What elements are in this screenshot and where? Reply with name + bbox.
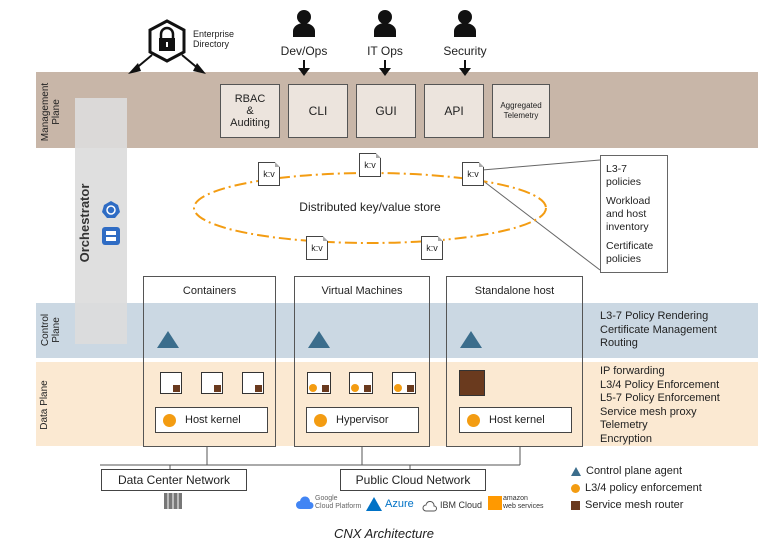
control-plane-band: [36, 303, 758, 358]
kv-node: k:v: [258, 162, 280, 186]
rbac-auditing-box: RBAC & Auditing: [220, 84, 280, 138]
control-plane-feature: L3-7 Policy Rendering: [600, 310, 709, 322]
public-cloud-network-label: Public Cloud Network: [355, 473, 471, 487]
rbac-auditing-label: RBAC & Auditing: [230, 93, 270, 129]
vm-workload: [307, 372, 331, 394]
kubernetes-icon: [101, 200, 121, 220]
kv-node-label: k:v: [426, 243, 438, 253]
standalone-host-kernel: Host kernel: [459, 407, 572, 433]
aws-icon: [488, 496, 502, 510]
itops-user-icon: [373, 9, 397, 37]
control-plane-agent-icon: [157, 331, 179, 348]
data-plane-feature: IP forwarding: [600, 365, 665, 377]
kv-node: k:v: [306, 236, 328, 260]
api-box: API: [424, 84, 484, 138]
enforcement-dot-icon: [314, 413, 327, 427]
lock-icon: [147, 19, 187, 63]
control-plane-agent-icon: [308, 331, 330, 348]
standalone-host-title: Standalone host: [474, 285, 555, 297]
kv-callout-box: [600, 155, 668, 273]
control-plane-feature: Routing: [600, 337, 638, 349]
api-label: API: [444, 103, 464, 118]
google-cloud-label: Google Cloud Platform: [315, 495, 362, 510]
ibm-cloud-label: IBM Cloud: [440, 500, 483, 510]
cli-box: CLI: [288, 84, 348, 138]
kv-node: k:v: [359, 153, 381, 177]
container-workload: [160, 372, 182, 394]
hypervisor: Hypervisor: [306, 407, 419, 433]
container-workload: [201, 372, 223, 394]
diagram-caption: CNX Architecture: [334, 526, 434, 541]
aws-label: amazon web services: [503, 495, 544, 510]
orchestrator-bar: [75, 98, 127, 344]
devops-label: Dev/Ops: [280, 44, 328, 58]
container-workload: [242, 372, 264, 394]
virtual-machines-title: Virtual Machines: [321, 285, 403, 297]
datacenter-server-icon: [163, 492, 183, 510]
security-label: Security: [443, 44, 487, 58]
enterprise-directory-label: Enterprise Directory: [193, 29, 235, 49]
data-plane-feature: Service mesh proxy: [600, 405, 697, 418]
triangle-icon: [571, 466, 581, 476]
control-plane-feature: Certificate Management: [600, 323, 717, 336]
service-mesh-router-icon: [459, 370, 485, 396]
cli-label: CLI: [308, 103, 328, 118]
google-cloud-icon: [296, 496, 314, 510]
devops-user-icon: [292, 9, 316, 37]
legend-l34-enforcement: L3/4 policy enforcement: [571, 482, 702, 494]
kv-callout-inventory: Workload and host inventory: [606, 195, 651, 233]
containers-kernel-label: Host kernel: [185, 414, 241, 426]
ibm-cloud-icon: [422, 499, 438, 512]
gui-box: GUI: [356, 84, 416, 138]
kv-node-label: k:v: [467, 169, 479, 179]
containers-column: Containers: [143, 276, 276, 447]
gui-label: GUI: [375, 103, 397, 118]
azure-icon: [366, 497, 382, 511]
square-icon: [571, 500, 580, 510]
kv-node-label: k:v: [311, 243, 323, 253]
kv-callout-certificate: Certificate policies: [606, 240, 654, 265]
data-plane-feature: Encryption: [600, 432, 652, 445]
legend-service-mesh-router: Service mesh router: [571, 499, 683, 511]
data-plane-feature: Telemetry: [600, 419, 648, 431]
virtual-machines-column: Virtual Machines: [294, 276, 430, 447]
enforcement-dot-icon: [163, 413, 176, 427]
vm-workload: [349, 372, 373, 394]
itops-label: IT Ops: [367, 44, 403, 58]
hypervisor-label: Hypervisor: [336, 414, 389, 426]
enforcement-dot-icon: [467, 413, 480, 427]
containers-host-kernel: Host kernel: [155, 407, 268, 433]
data-center-network-label: Data Center Network: [117, 473, 231, 487]
vm-workload: [392, 372, 416, 394]
data-plane-feature: L5-7 Policy Enforcement: [600, 392, 720, 404]
legend-control-plane-agent: Control plane agent: [571, 465, 682, 477]
openshift-icon: [101, 226, 121, 246]
kv-store-label: Distributed key/value store: [299, 200, 441, 214]
kv-node-label: k:v: [263, 169, 275, 179]
data-center-network: Data Center Network: [101, 469, 247, 491]
containers-title: Containers: [182, 285, 237, 297]
standalone-kernel-label: Host kernel: [489, 414, 545, 426]
legend-label: Control plane agent: [586, 465, 683, 477]
legend-label: Service mesh router: [585, 499, 684, 511]
aggregated-telemetry-box: Aggregated Telemetry: [492, 84, 550, 138]
kv-node: k:v: [421, 236, 443, 260]
dot-icon: [571, 483, 580, 493]
azure-label: Azure: [385, 498, 414, 510]
public-cloud-network: Public Cloud Network: [340, 469, 486, 491]
legend-label: L3/4 policy enforcement: [585, 482, 702, 494]
data-plane-feature: L3/4 Policy Enforcement: [600, 378, 720, 391]
kv-node: k:v: [462, 162, 484, 186]
aggregated-telemetry-label: Aggregated Telemetry: [500, 101, 542, 120]
security-user-icon: [453, 9, 477, 37]
kv-callout-l3-7: L3-7 policies: [606, 163, 642, 188]
kv-node-label: k:v: [364, 160, 376, 170]
control-plane-agent-icon: [460, 331, 482, 348]
standalone-host-column: Standalone host: [446, 276, 583, 447]
